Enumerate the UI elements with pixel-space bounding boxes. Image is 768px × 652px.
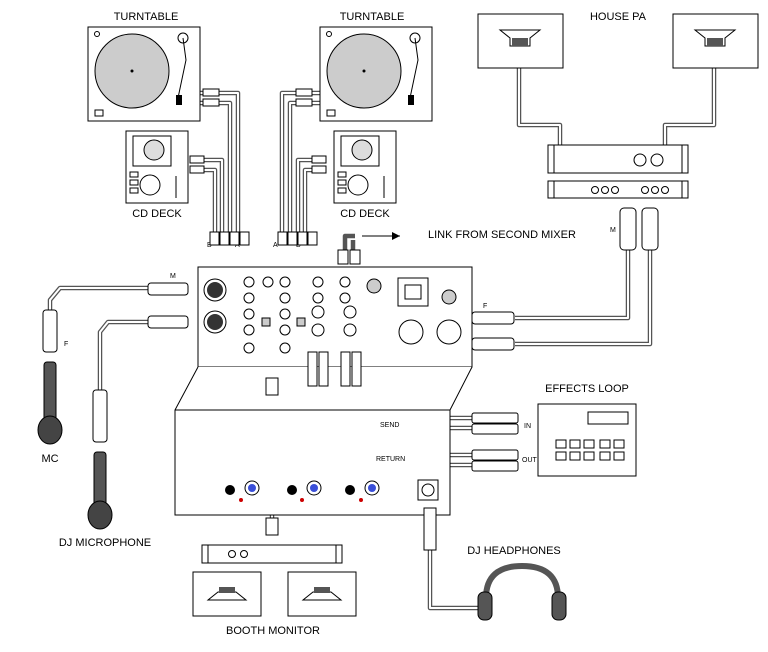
turntable-left-label: TURNTABLE — [114, 11, 179, 23]
mc-label: MC — [41, 453, 58, 465]
return-label: RETURN — [376, 456, 405, 463]
pa-amplifier — [547, 144, 689, 174]
dj-headphones-label: DJ HEADPHONES — [467, 545, 561, 557]
mic-xlr-plugs — [147, 282, 189, 329]
link-arrow-icon — [392, 232, 400, 240]
mic-m-label: M — [170, 273, 176, 280]
house-pa-label: HOUSE PA — [590, 11, 647, 23]
rca-plugs-cd-right — [311, 155, 327, 174]
rca-plugs-turntable-right — [295, 88, 313, 107]
turntable-right-label: TURNTABLE — [340, 11, 405, 23]
booth-rca-plugs — [265, 377, 279, 536]
house-pa-speaker-right — [672, 13, 759, 69]
pa-crossover — [547, 180, 689, 199]
dj-microphone — [87, 389, 113, 530]
booth-monitor-label: BOOTH MONITOR — [226, 625, 320, 637]
loop-jack-plugs — [307, 351, 362, 387]
effects-jack-plugs — [471, 412, 519, 472]
effects-unit — [537, 403, 637, 477]
effects-loop-label: EFFECTS LOOP — [545, 383, 629, 395]
cd-deck-left — [125, 130, 189, 204]
turntable-left — [87, 26, 201, 122]
dj-headphones — [477, 562, 567, 621]
rca-plugs-cd-left — [189, 155, 205, 174]
turntable-right — [319, 26, 433, 122]
house-pa-speaker-left — [477, 13, 564, 69]
a-right-label: A — [273, 242, 278, 249]
link-rca-plugs — [337, 249, 361, 265]
out-label: OUT — [522, 457, 538, 464]
mixer — [174, 266, 473, 516]
cd-deck-left-label: CD DECK — [132, 208, 182, 220]
dj-microphone-label: DJ MICROPHONE — [59, 537, 151, 549]
cd-deck-right-label: CD DECK — [340, 208, 390, 220]
mc-microphone — [37, 309, 63, 445]
booth-speaker-left — [192, 571, 262, 617]
mixer-rca-plug-row — [209, 231, 318, 246]
pa-out-xlr-plugs — [471, 311, 515, 351]
cd-deck-right — [333, 130, 397, 204]
send-label: SEND — [380, 422, 399, 429]
mc-f-label: F — [64, 341, 68, 348]
headphone-plug — [423, 507, 437, 551]
pa-f-label: F — [483, 303, 487, 310]
booth-amplifier — [201, 544, 343, 564]
rca-plugs-turntable-left — [202, 88, 220, 107]
in-label: IN — [524, 423, 531, 430]
pa-xlr-plugs — [619, 207, 659, 251]
booth-speaker-right — [287, 571, 357, 617]
link-label: LINK FROM SECOND MIXER — [428, 229, 576, 241]
pa-m-label: M — [610, 227, 616, 234]
